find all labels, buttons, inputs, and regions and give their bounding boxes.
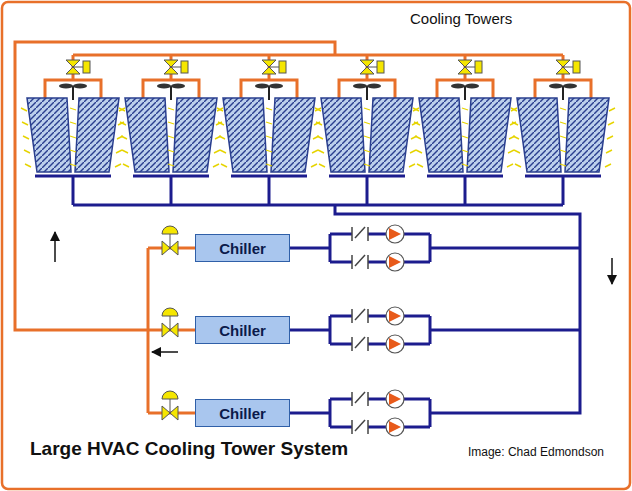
control-valve — [262, 60, 286, 74]
check-valve — [352, 309, 368, 323]
control-valve — [66, 60, 90, 74]
check-valve — [352, 392, 368, 406]
cooling-tower — [315, 84, 419, 173]
group-label: Cooling Towers — [410, 10, 512, 27]
cooling-tower — [511, 84, 615, 173]
check-valve — [352, 337, 368, 351]
pump — [386, 335, 404, 353]
cooling-tower — [217, 84, 321, 173]
check-valve — [352, 255, 368, 269]
control-valve — [164, 60, 188, 74]
pump — [386, 307, 404, 325]
chiller-label: Chiller — [219, 322, 266, 339]
pump — [386, 418, 404, 436]
pump — [386, 225, 404, 243]
control-valve — [556, 60, 580, 74]
chiller-label: Chiller — [219, 405, 266, 422]
check-valve — [352, 420, 368, 434]
motorized-valve — [162, 391, 178, 420]
pump — [386, 390, 404, 408]
control-valve — [458, 60, 482, 74]
chiller-box: Chiller — [195, 234, 290, 262]
motorized-valve — [162, 226, 178, 255]
control-valve — [360, 60, 384, 74]
chiller-box: Chiller — [195, 316, 290, 344]
cooling-tower — [413, 84, 517, 173]
diagram-title: Large HVAC Cooling Tower System — [30, 438, 348, 460]
image-credit: Image: Chad Edmondson — [468, 445, 604, 459]
check-valve — [352, 227, 368, 241]
motorized-valve — [162, 308, 178, 337]
pump — [386, 253, 404, 271]
cooling-tower — [119, 84, 223, 173]
chiller-box: Chiller — [195, 399, 290, 427]
chiller-label: Chiller — [219, 240, 266, 257]
cooling-tower — [21, 84, 125, 173]
